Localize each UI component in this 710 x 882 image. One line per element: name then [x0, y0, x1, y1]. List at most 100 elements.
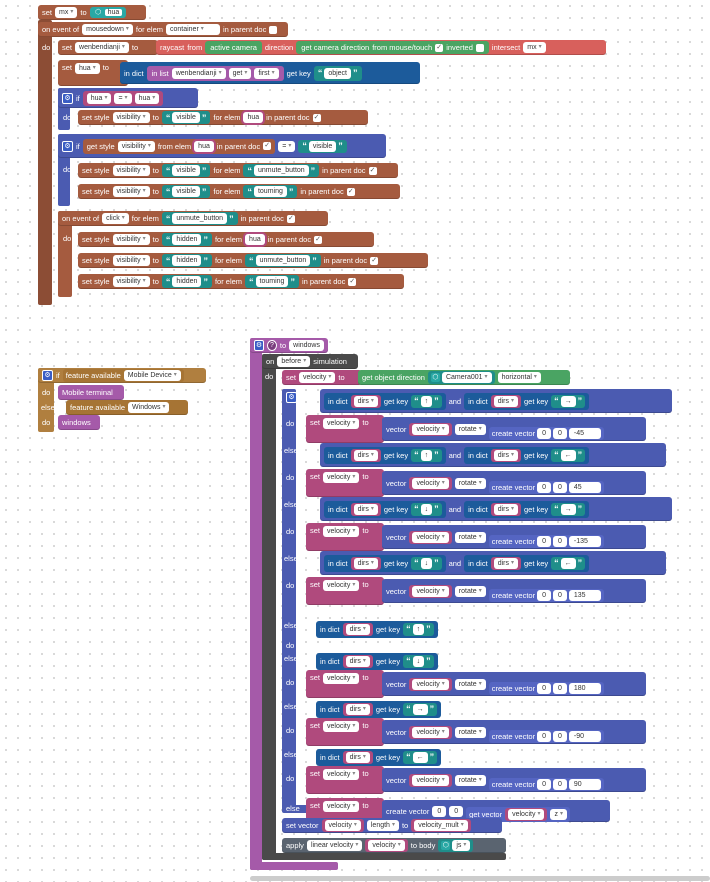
elem-input[interactable]: unmute_button: [172, 213, 228, 224]
object-block[interactable]: ⬡Camera001: [427, 371, 495, 384]
single-condition-block[interactable]: in dictdirsget key“↓”: [316, 650, 471, 672]
key-string-block[interactable]: “↑”: [411, 448, 442, 462]
in-dict-block[interactable]: in dictdirsget key“↑”: [316, 620, 438, 638]
value-string-block[interactable]: “visible”: [161, 185, 211, 198]
get-camera-direction-block[interactable]: get camera direction from mouse/touch ✓ …: [296, 41, 489, 54]
vector-var-dropdown[interactable]: velocity: [412, 531, 449, 543]
prop-dropdown[interactable]: visibility: [112, 112, 150, 123]
feature-available-block-2[interactable]: feature available Windows: [66, 400, 188, 415]
parent-doc-checkbox[interactable]: ✓: [286, 214, 295, 223]
help-icon[interactable]: ?: [266, 340, 277, 351]
and-condition-block[interactable]: in dictdirsget key“↑” and in dictdirsget…: [320, 389, 672, 413]
angle-input[interactable]: 90: [568, 778, 601, 790]
op-dropdown[interactable]: =: [114, 92, 132, 104]
key-input[interactable]: →: [560, 503, 576, 515]
x-input[interactable]: 0: [537, 481, 551, 493]
set-style-row-1[interactable]: set style visibility to “visible” for el…: [78, 163, 398, 178]
var-dropdown[interactable]: mx: [55, 7, 78, 18]
key-input[interactable]: ↓: [412, 655, 425, 667]
in-dict-block[interactable]: in dictdirsget key“↓”: [324, 554, 446, 572]
x-input[interactable]: 0: [537, 778, 551, 790]
gear-icon[interactable]: ⚙: [42, 370, 53, 381]
dirs-dropdown[interactable]: dirs: [353, 503, 378, 515]
vector-var-dropdown[interactable]: velocity: [412, 423, 449, 435]
first-dropdown[interactable]: first: [254, 67, 279, 79]
when-dropdown[interactable]: before: [277, 356, 311, 367]
create-vector-block[interactable]: create vector 0 0 -135: [488, 534, 604, 548]
dirs-dropdown[interactable]: dirs: [493, 449, 518, 461]
gear-icon[interactable]: ⚙: [62, 140, 73, 152]
raycast-block[interactable]: raycast from active camera direction get…: [156, 40, 606, 55]
var-dropdown[interactable]: velocity: [323, 526, 360, 537]
x-input[interactable]: 0: [537, 427, 551, 439]
value-string-block[interactable]: “hidden”: [161, 254, 212, 267]
vector-var-dropdown[interactable]: velocity: [412, 585, 449, 597]
vector-rotate-block[interactable]: vector velocity rotate create vector 0 0…: [382, 417, 646, 441]
feature-dropdown[interactable]: Windows: [128, 402, 170, 413]
dirs-dropdown[interactable]: dirs: [493, 503, 518, 515]
create-vector-block[interactable]: create vector 0 0 -90: [488, 729, 604, 743]
prop-dropdown[interactable]: visibility: [112, 255, 150, 266]
on-event-block[interactable]: on event of mousedown for elem container…: [38, 22, 288, 37]
value-input[interactable]: visible: [172, 186, 200, 197]
if1-block[interactable]: ⚙ if hua = hua: [58, 88, 198, 108]
set-mx-block[interactable]: set mx to ⬡ hua: [38, 5, 146, 20]
set-style-row-2[interactable]: set style visibility to “visible” for el…: [78, 184, 400, 199]
key-string-block[interactable]: “←”: [403, 750, 438, 764]
feature-available-block[interactable]: feature available Mobile Device: [62, 369, 184, 382]
parent-doc-checkbox[interactable]: ✓: [263, 142, 272, 150]
set-velocity-row[interactable]: set velocity to: [306, 766, 384, 794]
rotate-dropdown[interactable]: rotate: [454, 531, 486, 543]
key-input[interactable]: object: [324, 67, 351, 79]
hide-row-2[interactable]: set style visibility to “hidden” for ele…: [78, 253, 428, 268]
x-input[interactable]: 0: [537, 730, 551, 742]
function-name-input[interactable]: windows: [289, 340, 324, 351]
value-input[interactable]: visible: [172, 165, 200, 176]
single-condition-block[interactable]: in dictdirsget key“→”: [316, 698, 471, 720]
vector-rotate-block[interactable]: vector velocity rotate create vector 0 0…: [382, 768, 646, 792]
active-camera-block[interactable]: active camera: [205, 41, 262, 54]
var-dropdown[interactable]: velocity: [299, 372, 336, 383]
parent-doc-checkbox[interactable]: ✓: [312, 113, 321, 122]
create-vector-block[interactable]: create vector 0 0 135: [488, 588, 604, 602]
mode-dropdown[interactable]: horizontal: [497, 372, 541, 383]
value-input[interactable]: visible: [172, 112, 200, 123]
elem-input[interactable]: unmute_button: [255, 255, 311, 266]
elem-string-block[interactable]: “unmute_button”: [245, 254, 321, 267]
apply-velocity-block[interactable]: apply linear velocity velocity to body ⬡…: [282, 838, 506, 853]
value-input[interactable]: visible: [308, 140, 337, 152]
b-dropdown[interactable]: hua: [134, 92, 160, 104]
gear-icon[interactable]: ⚙: [254, 340, 264, 351]
horizontal-scrollbar[interactable]: [250, 876, 710, 881]
object-input[interactable]: ⬡ hua: [89, 7, 127, 18]
var-dropdown[interactable]: velocity: [368, 840, 405, 851]
mult-var-block[interactable]: velocity_mult: [411, 819, 471, 832]
set-style-row[interactable]: set style visibility to “visible” for el…: [78, 110, 368, 125]
hide-row-3[interactable]: set style visibility to “hidden” for ele…: [78, 274, 404, 289]
prop-dropdown[interactable]: visibility: [112, 234, 150, 245]
vector-var-dropdown[interactable]: velocity: [412, 726, 449, 738]
a-dropdown[interactable]: hua: [86, 92, 112, 104]
velocity-type-dropdown[interactable]: linear velocity: [306, 840, 363, 851]
parent-doc-checkbox[interactable]: ✓: [346, 187, 355, 196]
dirs-dropdown[interactable]: dirs: [493, 557, 518, 569]
compare-block[interactable]: hua = hua: [82, 90, 164, 106]
rotate-dropdown[interactable]: rotate: [454, 774, 486, 786]
y-input[interactable]: 0: [552, 427, 567, 439]
rotate-dropdown[interactable]: rotate: [454, 477, 486, 489]
value-input[interactable]: hidden: [172, 255, 202, 266]
intersect-var-dropdown[interactable]: mx: [523, 42, 546, 53]
key-input[interactable]: →: [560, 395, 576, 407]
key-string-block[interactable]: “←”: [551, 556, 586, 570]
dirs-dropdown[interactable]: dirs: [345, 751, 370, 763]
in-dict-block[interactable]: in dictdirsget key“→”: [464, 500, 590, 518]
angle-input[interactable]: -135: [568, 535, 601, 547]
and-condition-block[interactable]: in dictdirsget key“↑” and in dictdirsget…: [320, 443, 666, 467]
body-dropdown[interactable]: js: [452, 840, 471, 851]
key-string-block[interactable]: “↓”: [411, 556, 442, 570]
rotate-dropdown[interactable]: rotate: [454, 678, 486, 690]
inverted-checkbox[interactable]: [475, 43, 484, 52]
axis-dropdown[interactable]: z: [550, 808, 567, 820]
vector-rotate-block[interactable]: vector velocity rotate create vector 0 0…: [382, 720, 646, 744]
in-dict-block[interactable]: in dictdirsget key“→”: [316, 700, 442, 718]
